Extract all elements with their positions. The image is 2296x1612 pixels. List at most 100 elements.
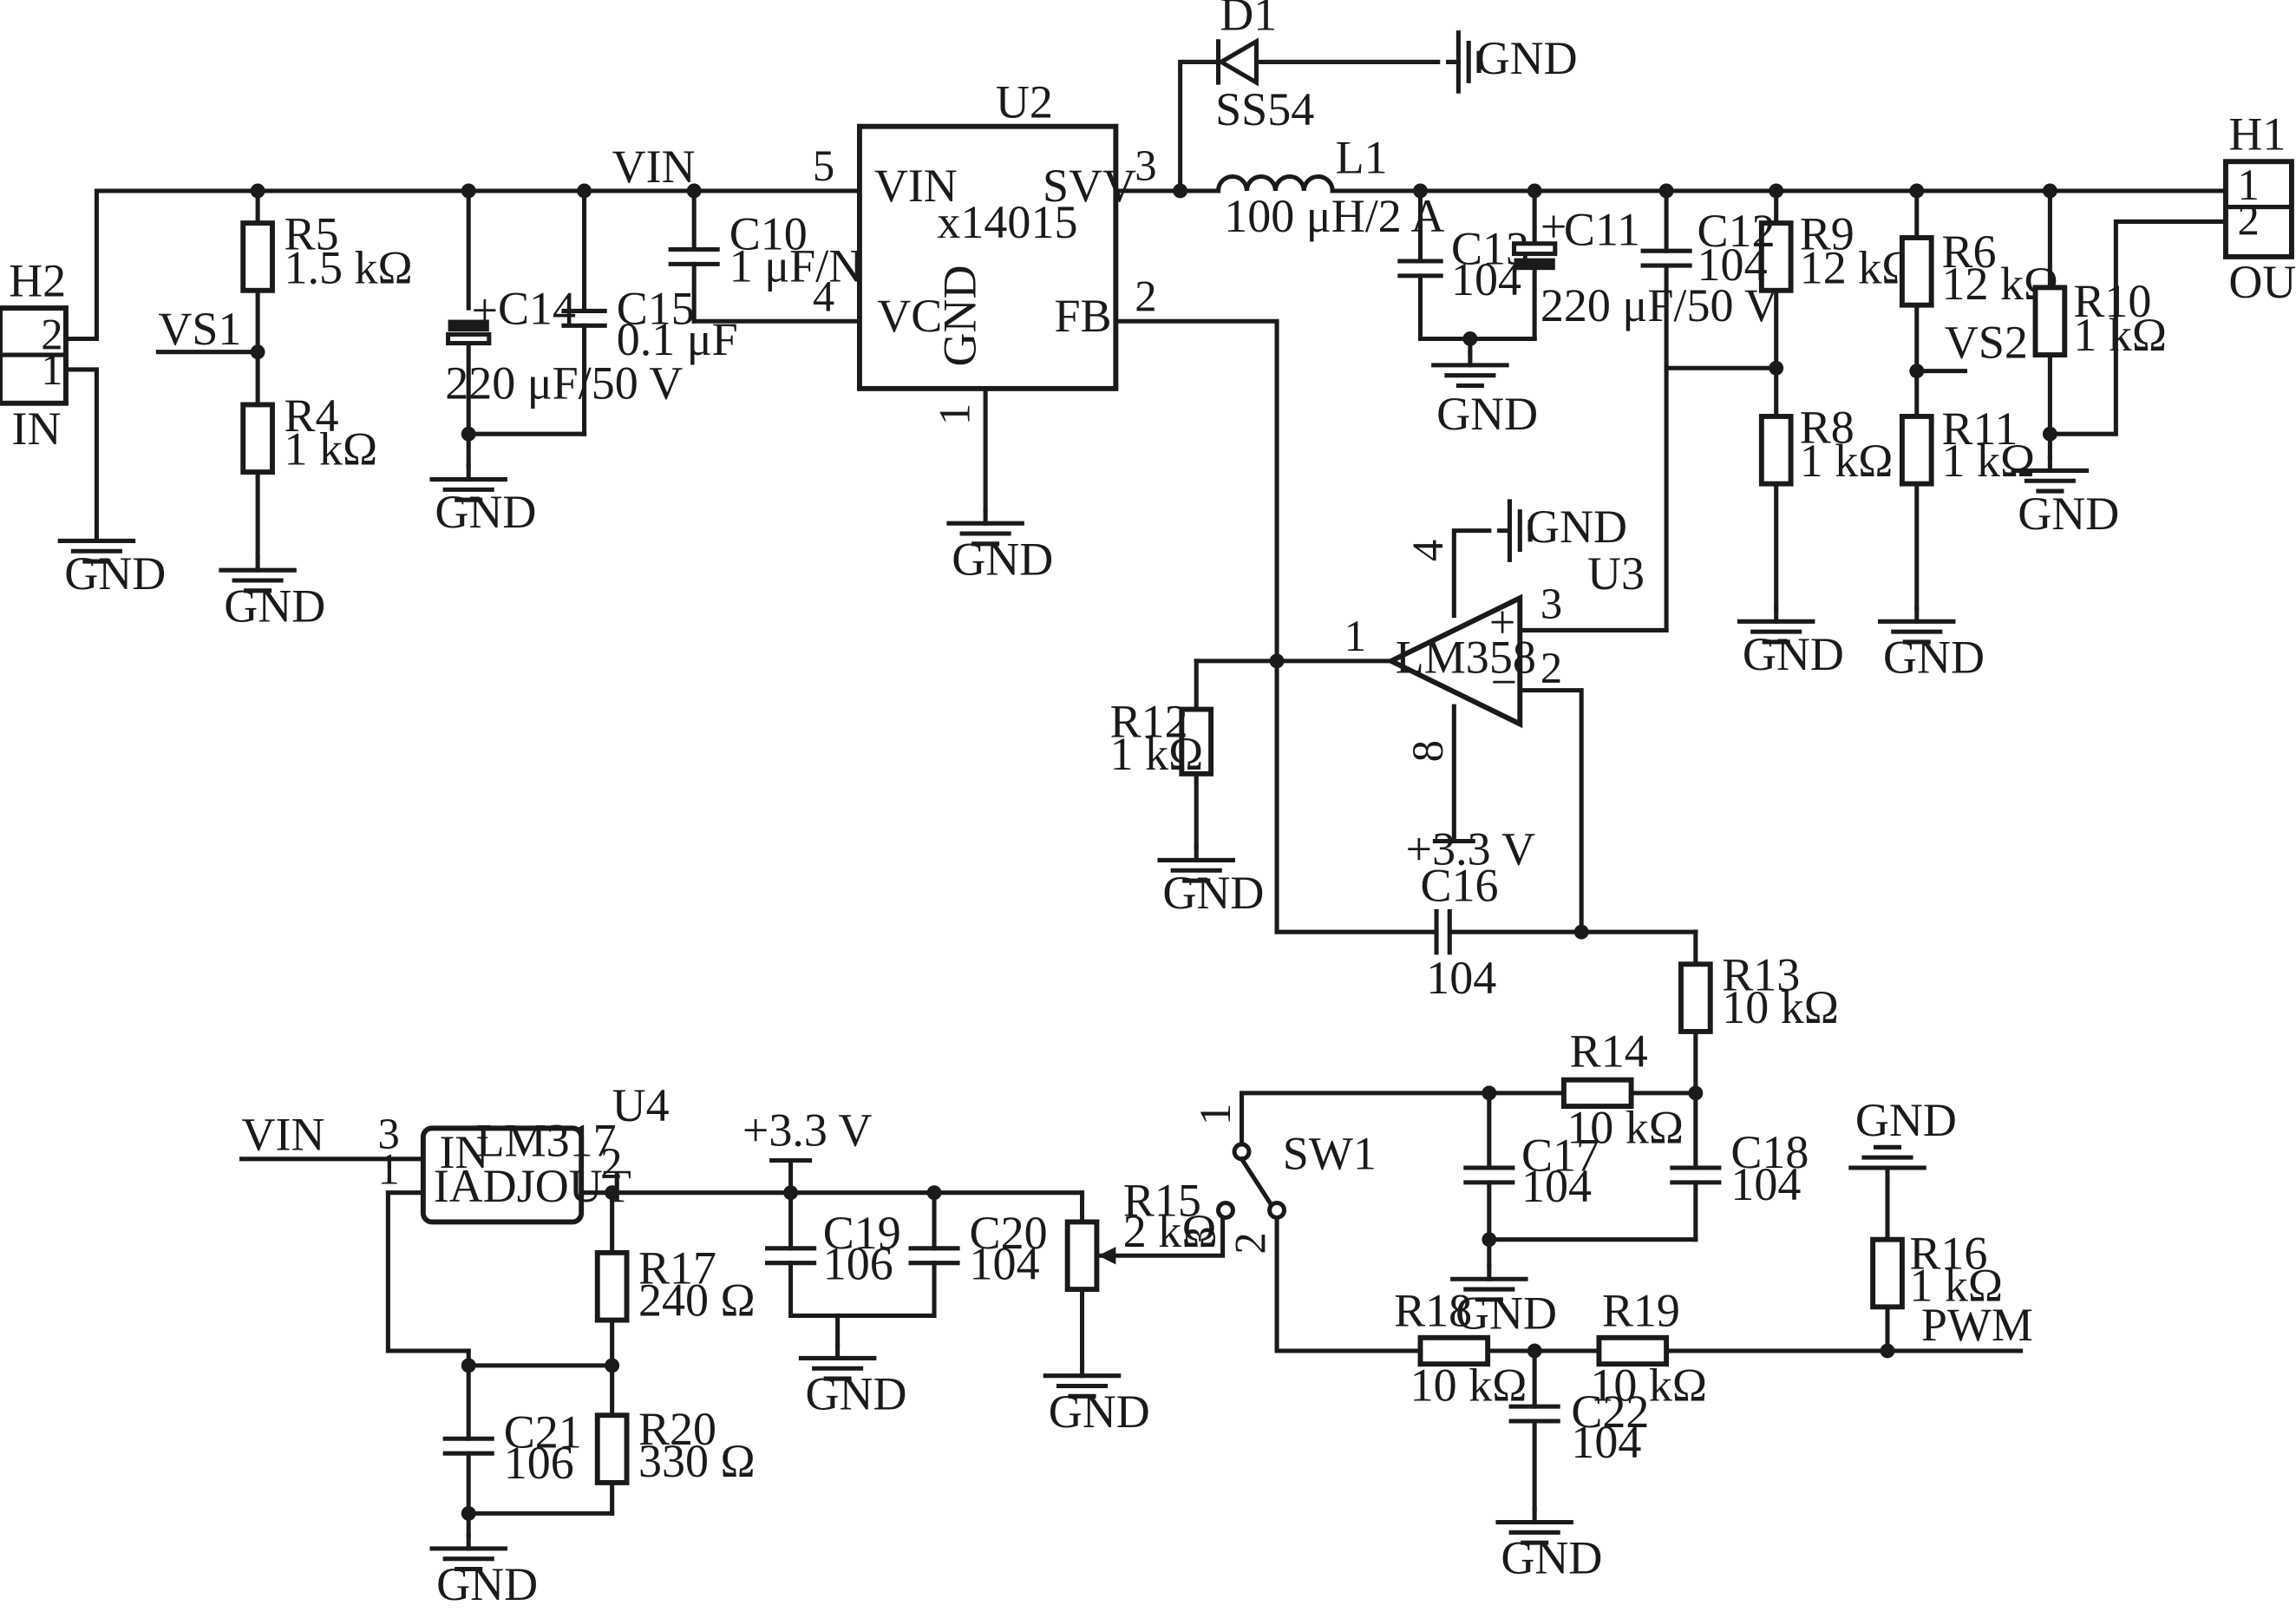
h2-pin2: 2	[41, 310, 62, 358]
svg-text:3: 3	[1540, 580, 1562, 628]
svg-text:2: 2	[1135, 272, 1156, 320]
svg-text:R15: R15	[1123, 1175, 1201, 1227]
svg-text:10 kΩ: 10 kΩ	[1567, 1101, 1684, 1153]
svg-text:C12: C12	[1697, 205, 1776, 257]
svg-text:R10: R10	[2073, 275, 2151, 327]
svg-text:4: 4	[1403, 540, 1452, 561]
svg-text:104: 104	[1521, 1160, 1592, 1212]
svg-text:10 kΩ: 10 kΩ	[1590, 1359, 1707, 1411]
svg-text:3: 3	[378, 1110, 400, 1158]
gnd-label: GND	[805, 1368, 906, 1420]
u3-part: LM358	[1396, 631, 1536, 683]
svg-text:C10: C10	[729, 208, 808, 260]
capacitor-c11: + C11 220 μF/50 V	[1512, 200, 1778, 331]
net-pwm: PWM	[1921, 1299, 2033, 1351]
svg-text:1: 1	[1191, 1104, 1240, 1125]
svg-text:D1: D1	[1220, 0, 1277, 40]
svg-text:1 kΩ: 1 kΩ	[1110, 728, 1204, 780]
gnd-label: GND	[1855, 1094, 1957, 1146]
svg-text:1 kΩ: 1 kΩ	[2073, 309, 2167, 361]
gnd-label: GND	[1436, 388, 1538, 440]
svg-text:R20: R20	[638, 1403, 716, 1455]
gnd-label: GND	[952, 533, 1053, 585]
svg-text:104: 104	[970, 1237, 1040, 1289]
gnd-label: GND	[1501, 1532, 1602, 1584]
svg-text:1 kΩ: 1 kΩ	[1941, 435, 2035, 487]
svg-text:220 μF/50 V: 220 μF/50 V	[1540, 279, 1778, 331]
gnd-label: GND	[224, 580, 325, 632]
gnd-label: GND	[2018, 488, 2119, 540]
svg-text:330 Ω: 330 Ω	[638, 1435, 756, 1487]
gnd-symbol	[1449, 33, 1479, 92]
svg-text:220 μF/50 V: 220 μF/50 V	[445, 357, 683, 410]
ic-u2: U2 x14015 VIN SVV VC FB GND 5 3 4 2 1	[813, 76, 1157, 426]
svg-text:1 kΩ: 1 kΩ	[1800, 435, 1894, 487]
svg-text:R11: R11	[1941, 403, 2018, 455]
svg-text:1: 1	[931, 403, 979, 425]
gnd-label: GND	[64, 547, 166, 600]
svg-text:2: 2	[600, 1139, 622, 1188]
svg-text:1 kΩ: 1 kΩ	[284, 423, 377, 475]
u2-ref: U2	[996, 76, 1053, 128]
svg-text:10 kΩ: 10 kΩ	[1410, 1359, 1527, 1411]
svg-text:104: 104	[1730, 1158, 1801, 1210]
svg-text:2 kΩ: 2 kΩ	[1123, 1205, 1217, 1257]
svg-text:GND: GND	[933, 265, 985, 367]
svg-text:SS54: SS54	[1215, 83, 1314, 135]
h2-label: IN	[12, 403, 62, 455]
svg-text:C16: C16	[1420, 860, 1498, 912]
net-vs2: VS2	[1945, 316, 2028, 368]
opamp-u3: LM358 + − U3 1 3 2 4 8	[1344, 540, 1645, 763]
gnd-label: GND	[1476, 32, 1578, 84]
u4-ref: U4	[612, 1079, 670, 1131]
junctions	[250, 183, 2057, 1521]
svg-text:R5: R5	[284, 208, 338, 260]
svg-text:12 kΩ: 12 kΩ	[1800, 241, 1917, 293]
svg-text:R6: R6	[1941, 226, 1996, 278]
svg-text:R12: R12	[1110, 696, 1188, 748]
svg-text:3: 3	[1135, 141, 1156, 190]
gnd-label: GND	[1049, 1386, 1150, 1438]
svg-text:C21: C21	[504, 1406, 582, 1458]
svg-text:R4: R4	[284, 390, 338, 442]
net-labels: VIN VS1 VS2 VIN PWM +3.3 V +3.3 V GND GN…	[64, 32, 2119, 1610]
svg-text:10 kΩ: 10 kΩ	[1722, 981, 1839, 1033]
svg-text:−: −	[1491, 656, 1517, 708]
svg-text:R17: R17	[638, 1242, 716, 1294]
svg-text:8: 8	[1403, 740, 1452, 762]
svg-text:R8: R8	[1800, 401, 1854, 453]
gnd-label: GND	[1883, 631, 1985, 683]
svg-text:C20: C20	[970, 1207, 1048, 1259]
net-vs1: VS1	[158, 303, 241, 355]
svg-text:106: 106	[504, 1437, 574, 1489]
svg-text:VIN: VIN	[874, 160, 958, 212]
svg-text:+: +	[472, 284, 498, 336]
u2-part: x14015	[937, 196, 1077, 248]
connector-h1: H1 1 2 OUT	[2223, 108, 2296, 308]
svg-text:3: 3	[1176, 1227, 1225, 1248]
svg-text:1.5 kΩ: 1.5 kΩ	[284, 241, 412, 293]
svg-text:R18: R18	[1394, 1284, 1472, 1336]
switch-sw1: SW1 1 2 3	[1176, 1104, 1377, 1255]
h2-ref: H2	[9, 255, 66, 307]
inductor-l1: L1 100 μH/2 A	[1215, 132, 1444, 242]
resistor-r4: R41 kΩ	[240, 390, 377, 475]
svg-text:+: +	[1489, 596, 1515, 648]
regulator-u4: IN LM317 IADJOUT U4 3 1 2	[378, 1079, 670, 1225]
h1-ref: H1	[2228, 108, 2286, 161]
net-v33-u3: +3.3 V	[1406, 823, 1536, 875]
